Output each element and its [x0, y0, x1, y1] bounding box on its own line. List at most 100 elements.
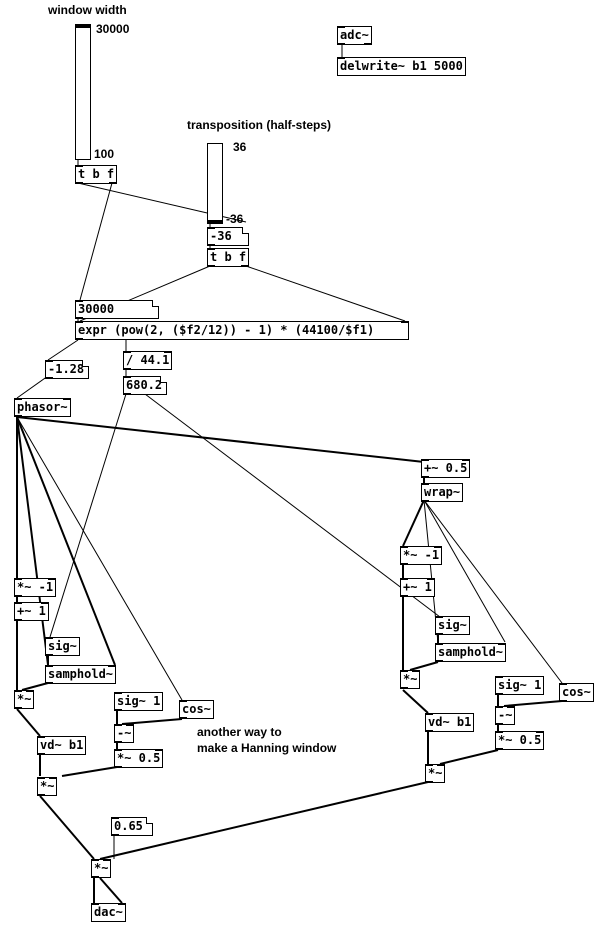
- multiply-output-object-right[interactable]: *~: [425, 764, 446, 783]
- multiply-half-object-right[interactable]: *~ 0.5: [495, 731, 545, 750]
- divide-object[interactable]: / 44.1: [123, 351, 173, 370]
- object-text: *~ 0.5: [117, 751, 161, 765]
- cord: [503, 700, 563, 707]
- transposition-label: transposition (half-steps): [187, 118, 332, 132]
- object-text: *~ -1: [17, 580, 54, 594]
- transpose-slider-max-label: 36: [233, 140, 247, 154]
- cord: [79, 182, 113, 301]
- window-width-slider[interactable]: [75, 24, 91, 160]
- hanning-comment-line2: make a Hanning window: [197, 741, 337, 755]
- sig-one-object-right[interactable]: sig~ 1: [495, 676, 545, 695]
- window-width-label: window width: [48, 3, 127, 17]
- gain-number-box[interactable]: 0.65: [111, 817, 153, 836]
- master-multiply-object[interactable]: *~: [91, 859, 112, 878]
- cord: [39, 795, 95, 860]
- number-value: 0.65: [114, 819, 143, 833]
- phasor-object[interactable]: phasor~: [14, 398, 71, 417]
- object-text: *~: [94, 861, 109, 875]
- number-value: -1.28: [48, 362, 85, 376]
- samphold-object-left[interactable]: samphold~: [45, 665, 117, 684]
- add-half-object[interactable]: +~ 0.5: [421, 459, 471, 478]
- object-text: t b f: [210, 250, 247, 264]
- object-text: wrap~: [424, 485, 461, 499]
- object-text: +~ 1: [403, 580, 432, 594]
- window-slider-max-label: 30000: [96, 22, 130, 36]
- cord: [49, 393, 127, 638]
- adc-object[interactable]: adc~: [337, 26, 372, 45]
- sig-object-right[interactable]: sig~: [435, 616, 470, 635]
- slider-knob[interactable]: [76, 25, 90, 28]
- object-text: t b f: [78, 167, 115, 181]
- cord: [99, 781, 429, 860]
- cord: [16, 416, 183, 701]
- delwrite-object[interactable]: delwrite~ b1 5000: [337, 57, 466, 76]
- cord: [409, 661, 439, 671]
- object-text: / 44.1: [126, 353, 170, 367]
- object-text: sig~ 1: [498, 678, 542, 692]
- object-text: *~: [428, 766, 443, 780]
- cord: [423, 499, 563, 684]
- object-text: vd~ b1: [428, 715, 472, 729]
- slider-knob[interactable]: [208, 220, 222, 223]
- sig-object-left[interactable]: sig~: [45, 637, 80, 656]
- multiply-negative-object-right[interactable]: *~ -1: [400, 546, 443, 565]
- transposition-slider[interactable]: [207, 143, 223, 224]
- object-text: sig~ 1: [117, 694, 161, 708]
- transpose-number-box[interactable]: -36: [207, 227, 249, 246]
- subtract-object-left[interactable]: -~: [114, 724, 135, 743]
- cord: [439, 749, 499, 765]
- number-value: -36: [210, 229, 232, 243]
- cos-object-left[interactable]: cos~: [179, 700, 214, 719]
- trigger-object-transpose[interactable]: t b f: [207, 248, 250, 267]
- cord: [16, 416, 49, 666]
- object-text: -~: [498, 708, 513, 722]
- delay-number-box[interactable]: 680.2: [123, 376, 167, 395]
- add-one-object-right[interactable]: +~ 1: [400, 578, 435, 597]
- cord: [99, 877, 123, 904]
- vd-object-right[interactable]: vd~ b1: [425, 713, 475, 732]
- sig-one-object-left[interactable]: sig~ 1: [114, 692, 164, 711]
- object-text: *~: [403, 672, 418, 686]
- cord: [16, 416, 116, 666]
- object-text: dac~: [94, 905, 123, 919]
- object-text: sig~: [48, 639, 77, 653]
- cord: [21, 682, 49, 691]
- object-text: *~: [17, 692, 32, 706]
- samphold-object-right[interactable]: samphold~: [435, 643, 507, 662]
- expr-object[interactable]: expr (pow(2, ($f2/12)) - 1) * (44100/$f1…: [75, 321, 409, 340]
- cos-object-right[interactable]: cos~: [559, 683, 594, 702]
- multiply-negative-object-left[interactable]: *~ -1: [14, 578, 57, 597]
- object-text: *~ 0.5: [498, 733, 542, 747]
- object-text: adc~: [340, 28, 369, 42]
- multiply-output-object-left[interactable]: *~: [37, 777, 58, 796]
- hanning-comment-line1: another way to: [197, 725, 282, 739]
- cord: [16, 708, 41, 737]
- object-text: cos~: [182, 702, 211, 716]
- object-text: phasor~: [17, 400, 68, 414]
- frequency-number-box[interactable]: -1.28: [45, 360, 89, 379]
- object-text: *~ -1: [403, 548, 440, 562]
- object-text: samphold~: [48, 667, 114, 681]
- cord: [402, 499, 425, 547]
- object-text: expr (pow(2, ($f2/12)) - 1) * (44100/$f1…: [78, 323, 375, 337]
- number-value: 30000: [78, 302, 115, 316]
- subtract-object-right[interactable]: -~: [495, 706, 516, 725]
- dac-object[interactable]: dac~: [91, 903, 126, 922]
- multiply-object-right[interactable]: *~: [400, 670, 421, 689]
- multiply-half-object-left[interactable]: *~ 0.5: [114, 749, 164, 768]
- add-one-object-left[interactable]: +~ 1: [14, 602, 49, 621]
- transpose-slider-min-label: -36: [226, 212, 244, 226]
- object-text: +~ 1: [17, 604, 46, 618]
- vd-object-left[interactable]: vd~ b1: [37, 736, 87, 755]
- cord: [144, 393, 441, 618]
- multiply-object-left[interactable]: *~: [14, 690, 35, 709]
- cord: [61, 766, 118, 777]
- window-number-box[interactable]: 30000: [75, 300, 159, 319]
- cord: [245, 265, 406, 322]
- trigger-object-window[interactable]: t b f: [75, 165, 118, 184]
- object-text: sig~: [438, 618, 467, 632]
- wrap-object[interactable]: wrap~: [421, 483, 464, 502]
- cord: [402, 689, 429, 714]
